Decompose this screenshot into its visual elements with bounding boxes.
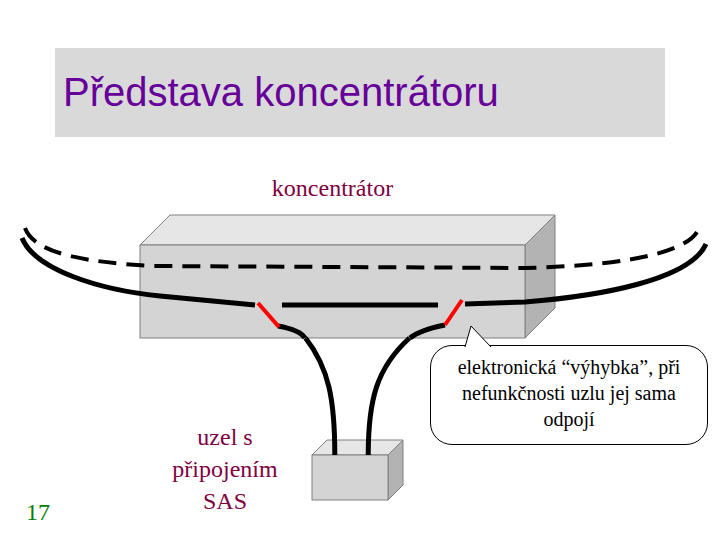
callout-tail <box>457 324 517 350</box>
callout-bubble: elektronická “výhybka”, při nefunkčnosti… <box>430 345 708 445</box>
ring-cable-right <box>465 244 706 304</box>
ring-cable-middle <box>282 303 438 308</box>
node-front-face <box>312 455 388 500</box>
sas-node-box: uzel s připojením SAS <box>312 455 388 500</box>
concentrator-side-face <box>525 215 555 338</box>
slide-number: 17 <box>26 497 50 527</box>
node-top-face <box>312 440 403 455</box>
drop-cable <box>368 338 409 455</box>
callout-text: elektronická “výhybka”, při nefunkčnosti… <box>431 346 707 442</box>
callout-tail-outline <box>465 326 491 347</box>
node-side-face <box>388 440 403 500</box>
callout-tail-join <box>466 346 490 349</box>
ring-cable-dashed <box>25 228 697 268</box>
node-label: koncentrátor <box>140 173 525 203</box>
ring-cable-left <box>22 238 255 305</box>
concentrator-front-face <box>140 245 525 338</box>
drop-cable <box>306 338 335 455</box>
title-band: Představa koncentrátoru <box>55 48 665 137</box>
node-label: uzel s připojením SAS <box>150 421 300 517</box>
drop-cable-inner <box>410 325 445 338</box>
bypass-switch <box>445 300 462 325</box>
bypass-switch <box>258 303 279 327</box>
title-text: Představa koncentrátoru <box>63 48 499 137</box>
concentrator-box: koncentrátor <box>140 245 525 338</box>
drop-cable-inner <box>278 326 305 338</box>
concentrator-top-face <box>140 215 555 245</box>
